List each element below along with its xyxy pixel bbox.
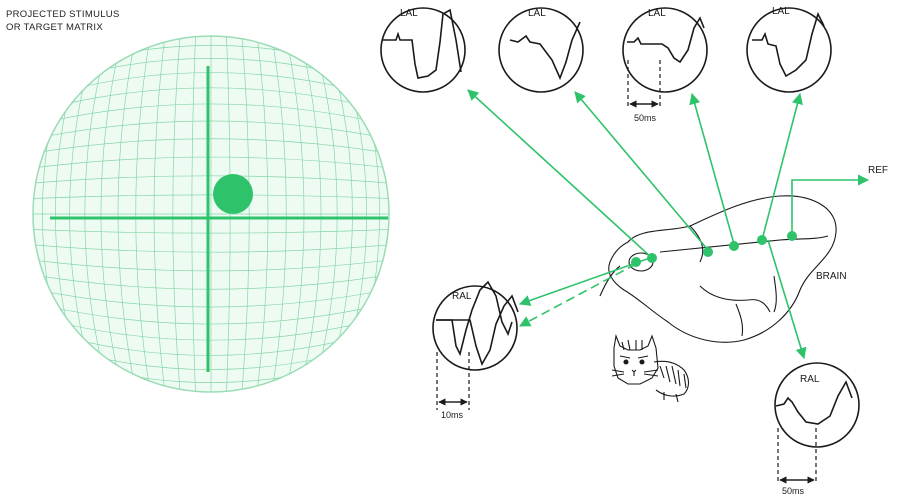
time-scale-label: 50ms	[782, 486, 805, 496]
recording-lal-3: LAL 50ms	[623, 8, 707, 123]
electrode-leads	[468, 90, 868, 358]
recording-label: LAL	[528, 8, 546, 19]
stimulus-target-dot	[213, 174, 253, 214]
recording-ral-1: RAL 10ms	[433, 282, 518, 420]
recording-label: RAL	[800, 374, 820, 385]
recording-lal-2: LAL	[499, 8, 583, 92]
recording-ral-2: RAL 50ms	[775, 363, 859, 496]
recording-label: LAL	[772, 6, 790, 17]
recording-label: LAL	[648, 8, 666, 19]
recording-lal-1: LAL	[381, 8, 465, 92]
electrode-sites	[631, 231, 797, 267]
brain-outline	[600, 196, 836, 342]
reference-label: REF	[868, 165, 888, 176]
target-matrix	[0, 0, 430, 433]
recording-label: RAL	[452, 291, 472, 302]
cat-sketch-icon	[612, 336, 689, 402]
recording-label: LAL	[400, 8, 418, 19]
time-scale-label: 50ms	[634, 113, 657, 123]
time-scale-label: 10ms	[441, 410, 464, 420]
recording-lal-4: LAL	[747, 6, 831, 92]
brain-label: BRAIN	[816, 271, 847, 282]
